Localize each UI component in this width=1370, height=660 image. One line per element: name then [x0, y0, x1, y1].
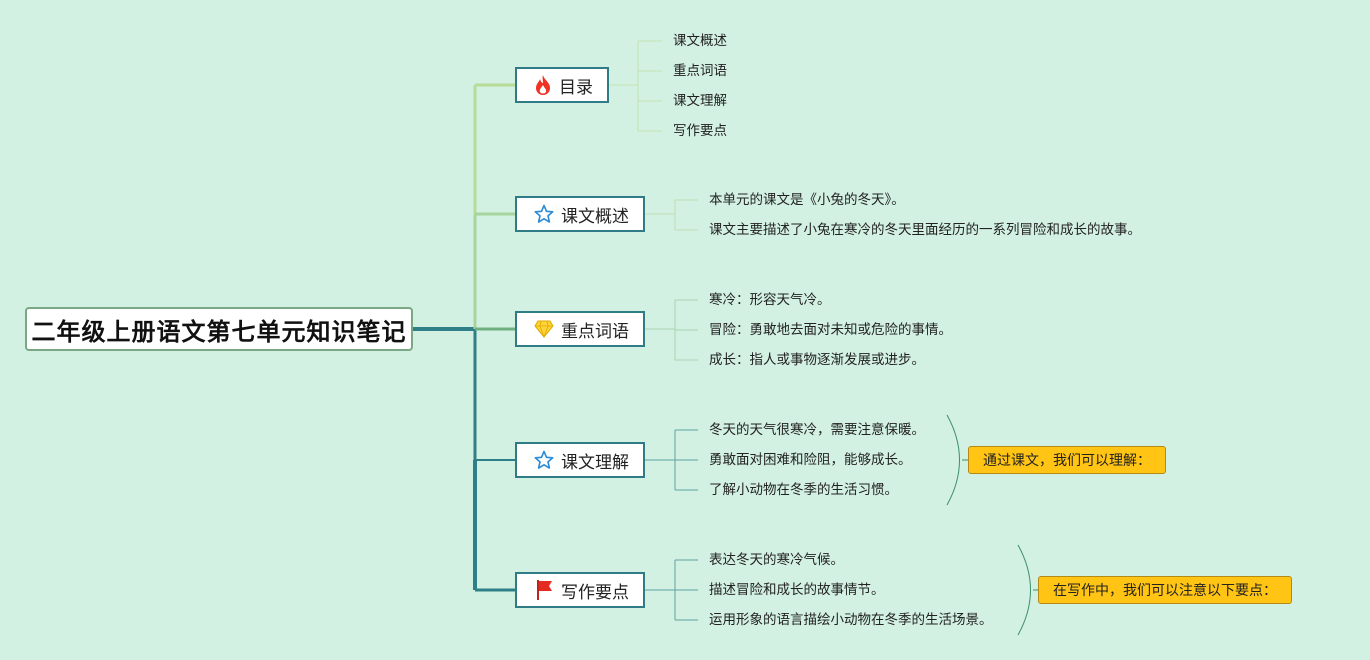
root-title: 二年级上册语文第七单元知识笔记 [31, 317, 407, 346]
branch-writing-points[interactable]: 写作要点 [515, 572, 645, 608]
flag-icon [533, 579, 555, 601]
branch-toc[interactable]: 目录 [515, 67, 609, 103]
summary-label: 在写作中，我们可以注意以下要点： [1053, 583, 1277, 599]
star-icon [533, 203, 555, 225]
branch-key-words[interactable]: 重点词语 [515, 311, 645, 347]
leaf-item[interactable]: 冒险：勇敢地去面对未知或危险的事情。 [709, 322, 952, 338]
leaf-item[interactable]: 本单元的课文是《小兔的冬天》。 [709, 192, 905, 208]
leaf-item[interactable]: 了解小动物在冬季的生活习惯。 [709, 482, 898, 498]
leaf-item[interactable]: 运用形象的语言描绘小动物在冬季的生活场景。 [709, 612, 993, 628]
leaf-connectors-4 [645, 429, 698, 491]
leaf-item[interactable]: 课文理解 [673, 93, 727, 109]
leaf-connectors-1 [608, 40, 662, 132]
summary-bracket-2 [1017, 544, 1031, 636]
leaf-connectors-2 [645, 199, 698, 231]
branch-label: 课文理解 [561, 452, 629, 473]
summary-writing[interactable]: 在写作中，我们可以注意以下要点： [1038, 576, 1292, 604]
leaf-item[interactable]: 课文概述 [673, 33, 727, 49]
fire-icon [533, 74, 553, 96]
leaf-connectors-3 [645, 299, 698, 361]
summary-label: 通过课文，我们可以理解： [983, 453, 1151, 469]
leaf-connectors-5 [645, 559, 698, 621]
leaf-item[interactable]: 表达冬天的寒冷气候。 [709, 552, 844, 568]
leaf-item[interactable]: 勇敢面对困难和险阻，能够成长。 [709, 452, 912, 468]
leaf-item[interactable]: 描述冒险和成长的故事情节。 [709, 582, 885, 598]
branch-text-understanding[interactable]: 课文理解 [515, 442, 645, 478]
branch-label: 目录 [559, 77, 593, 98]
branch-text-overview[interactable]: 课文概述 [515, 196, 645, 232]
leaf-item[interactable]: 写作要点 [673, 123, 727, 139]
leaf-item[interactable]: 成长：指人或事物逐渐发展或进步。 [709, 352, 925, 368]
leaf-item[interactable]: 重点词语 [673, 63, 727, 79]
leaf-item[interactable]: 寒冷：形容天气冷。 [709, 292, 831, 308]
branch-label: 写作要点 [561, 582, 629, 603]
diamond-icon [533, 318, 555, 340]
star-icon [533, 449, 555, 471]
summary-understanding[interactable]: 通过课文，我们可以理解： [968, 446, 1166, 474]
root-topic[interactable]: 二年级上册语文第七单元知识笔记 [25, 307, 413, 351]
branch-label: 重点词语 [561, 321, 629, 342]
leaf-item[interactable]: 冬天的天气很寒冷，需要注意保暖。 [709, 422, 925, 438]
summary-bracket-1 [946, 414, 960, 506]
leaf-item[interactable]: 课文主要描述了小兔在寒冷的冬天里面经历的一系列冒险和成长的故事。 [709, 222, 1141, 238]
branch-label: 课文概述 [561, 206, 629, 227]
